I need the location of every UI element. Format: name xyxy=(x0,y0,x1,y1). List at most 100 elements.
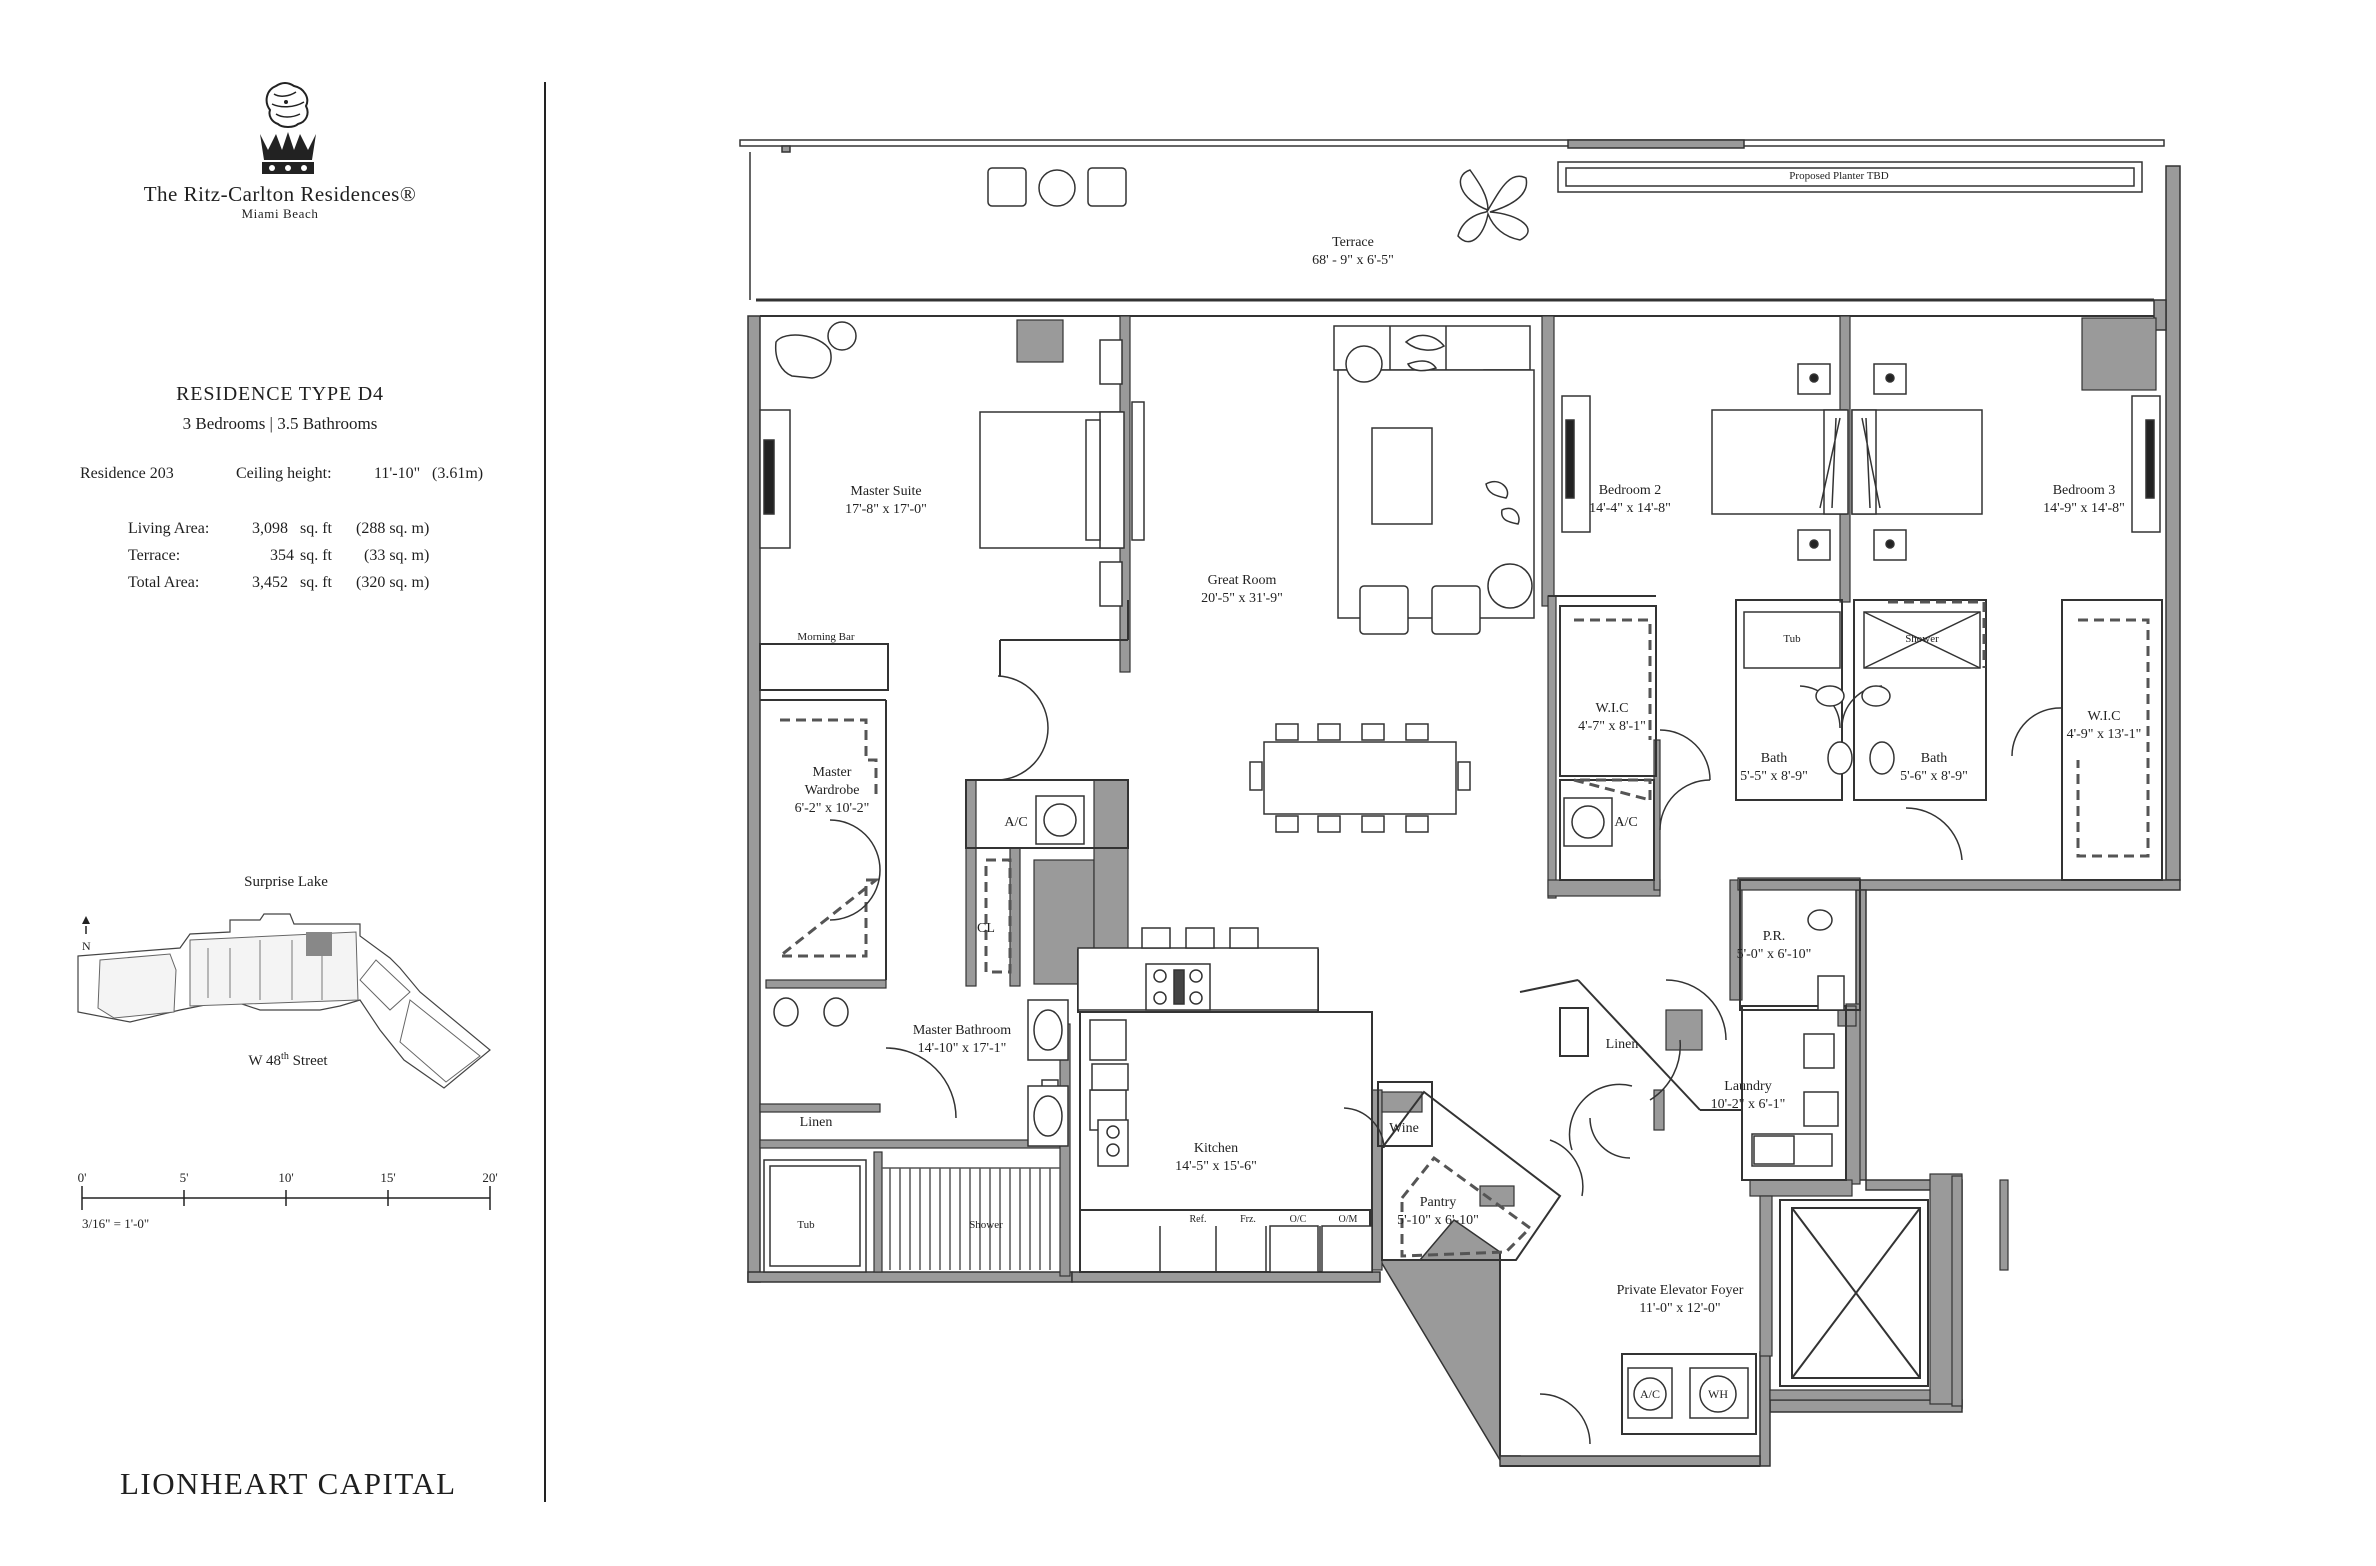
keyplan-street-label: W 48th Street xyxy=(248,1051,328,1069)
area-unit: sq. ft xyxy=(300,574,332,591)
lounge-chair xyxy=(987,167,1027,207)
area-metric: (320 sq. m) xyxy=(356,574,430,591)
bedroom3-dim: 14'-9" x 14'-8" xyxy=(2043,501,2125,516)
terrace-railing xyxy=(739,139,2165,147)
area-unit: sq. ft xyxy=(300,547,332,564)
area-unit: sq. ft xyxy=(300,520,332,537)
area-label: Total Area: xyxy=(128,574,200,591)
ac-label: A/C xyxy=(1004,815,1027,830)
terrace-label: Terrace xyxy=(1332,235,1374,250)
nightstand xyxy=(1099,561,1123,607)
pantry-dim: 5'-10" x 6'-10" xyxy=(1397,1213,1479,1228)
brand-location: Miami Beach xyxy=(241,206,319,221)
water-heater-label: WH xyxy=(1708,1387,1728,1401)
bath1-label: Bath xyxy=(1761,751,1787,766)
bedroom2-dim: 14'-4" x 14'-8" xyxy=(1589,501,1671,516)
ceiling-metric: (3.61m) xyxy=(432,465,484,482)
great-room-label: Great Room xyxy=(1208,573,1277,588)
bath2-label: Bath xyxy=(1921,751,1947,766)
developer-name: LIONHEART CAPITAL xyxy=(120,1466,457,1501)
wic2-dim: 4'-9" x 13'-1" xyxy=(2067,727,2142,742)
area-metric: (288 sq. m) xyxy=(356,520,430,537)
powder-room-label: P.R. xyxy=(1763,929,1786,944)
linen-label: Linen xyxy=(1606,1037,1639,1052)
vertical-divider xyxy=(544,82,546,1502)
keyplan-lake-label: Surprise Lake xyxy=(244,874,328,890)
coffee-table xyxy=(1371,427,1433,525)
column xyxy=(1016,319,1064,363)
pantry-label: Pantry xyxy=(1420,1195,1457,1210)
street-ordinal: th xyxy=(281,1051,289,1062)
master-bathroom-dim: 14'-10" x 17'-1" xyxy=(918,1041,1007,1056)
ceiling-label: Ceiling height: xyxy=(236,465,332,482)
area-sqft: 3,098 xyxy=(252,520,288,537)
bedroom2-label: Bedroom 2 xyxy=(1599,483,1662,498)
wic2-label: W.I.C xyxy=(2088,709,2121,724)
refrigerator-label: Ref. xyxy=(1190,1214,1207,1225)
master-wardrobe-label: Master xyxy=(813,765,852,780)
linen-label: Linen xyxy=(800,1115,833,1130)
master-suite-dim: 17'-8" x 17'-0" xyxy=(845,502,927,517)
foyer-label: Private Elevator Foyer xyxy=(1617,1283,1744,1298)
nightstand xyxy=(1099,339,1123,385)
wic1-label: W.I.C xyxy=(1596,701,1629,716)
scale-bar: 0' 5' 10' 15' 20' 3/16" = 1'-0" xyxy=(78,1170,498,1231)
street-suffix: Street xyxy=(289,1053,329,1069)
armchair xyxy=(1431,585,1481,635)
side-table xyxy=(827,321,857,351)
shower-label: Shower xyxy=(969,1219,1003,1231)
area-sqft: 3,452 xyxy=(252,574,288,591)
key-plan: Surprise Lake N W 48th Street xyxy=(77,874,491,1089)
master-wardrobe-dim: 6'-2" x 10'-2" xyxy=(795,801,870,816)
scale-tick-label: 0' xyxy=(78,1170,87,1185)
side-table xyxy=(1038,169,1076,207)
bedroom3-label: Bedroom 3 xyxy=(2053,483,2116,498)
powder-room-dim: 5'-0" x 6'-10" xyxy=(1737,947,1812,962)
master-wardrobe-label: Wardrobe xyxy=(805,783,860,798)
residence-number: Residence 203 xyxy=(80,465,174,482)
terrace-column xyxy=(1567,139,1745,149)
kitchen-dim: 14'-5" x 15'-6" xyxy=(1175,1159,1257,1174)
tub-label: Tub xyxy=(1783,633,1801,645)
ac2-label: A/C xyxy=(1614,815,1637,830)
wic1-dim: 4'-7" x 8'-1" xyxy=(1578,719,1646,734)
ritz-carlton-lion-crown-logo xyxy=(260,82,316,174)
bath2-dim: 5'-6" x 8'-9" xyxy=(1900,769,1968,784)
shower-label: Shower xyxy=(1905,633,1939,645)
oven-label: O/C xyxy=(1290,1214,1307,1225)
foyer-dim: 11'-0" x 12'-0" xyxy=(1639,1301,1720,1316)
brand-name: The Ritz-Carlton Residences® xyxy=(143,182,417,206)
great-room-dim: 20'-5" x 31'-9" xyxy=(1201,591,1283,606)
scale-ratio: 3/16" = 1'-0" xyxy=(82,1216,149,1231)
tub-label: Tub xyxy=(797,1219,815,1231)
scale-tick-label: 15' xyxy=(380,1170,395,1185)
armchair xyxy=(774,334,832,379)
scale-tick-label: 10' xyxy=(278,1170,293,1185)
morning-bar-label: Morning Bar xyxy=(797,631,854,643)
kitchen-label: Kitchen xyxy=(1194,1141,1238,1156)
ac3-label: A/C xyxy=(1640,1387,1660,1401)
scale-tick-label: 20' xyxy=(482,1170,497,1185)
dining-table xyxy=(1263,741,1457,815)
oven-microwave-label: O/M xyxy=(1339,1214,1358,1225)
residence-subtitle: 3 Bedrooms | 3.5 Bathrooms xyxy=(182,414,378,433)
planter-label: Proposed Planter TBD xyxy=(1789,170,1888,182)
area-label: Living Area: xyxy=(128,520,210,537)
master-suite-label: Master Suite xyxy=(850,484,921,499)
ceiling-value: 11'-10" xyxy=(374,465,421,482)
street-prefix: W 48 xyxy=(248,1053,281,1069)
area-metric: (33 sq. m) xyxy=(364,547,430,564)
bath1-dim: 5'-5" x 8'-9" xyxy=(1740,769,1808,784)
lounge-chair xyxy=(1087,167,1127,207)
north-arrow-label: N xyxy=(82,939,91,953)
freezer-label: Frz. xyxy=(1240,1214,1256,1225)
bathtub xyxy=(1743,611,1841,669)
column xyxy=(2081,317,2157,391)
scale-tick-label: 5' xyxy=(180,1170,189,1185)
area-sqft: 354 xyxy=(270,547,294,564)
area-label: Terrace: xyxy=(128,547,181,564)
laundry-label: Laundry xyxy=(1724,1079,1771,1094)
terrace-dim: 68' - 9" x 6'-5" xyxy=(1312,253,1394,268)
wine-label: Wine xyxy=(1389,1121,1419,1136)
master-bathroom-label: Master Bathroom xyxy=(913,1023,1011,1038)
